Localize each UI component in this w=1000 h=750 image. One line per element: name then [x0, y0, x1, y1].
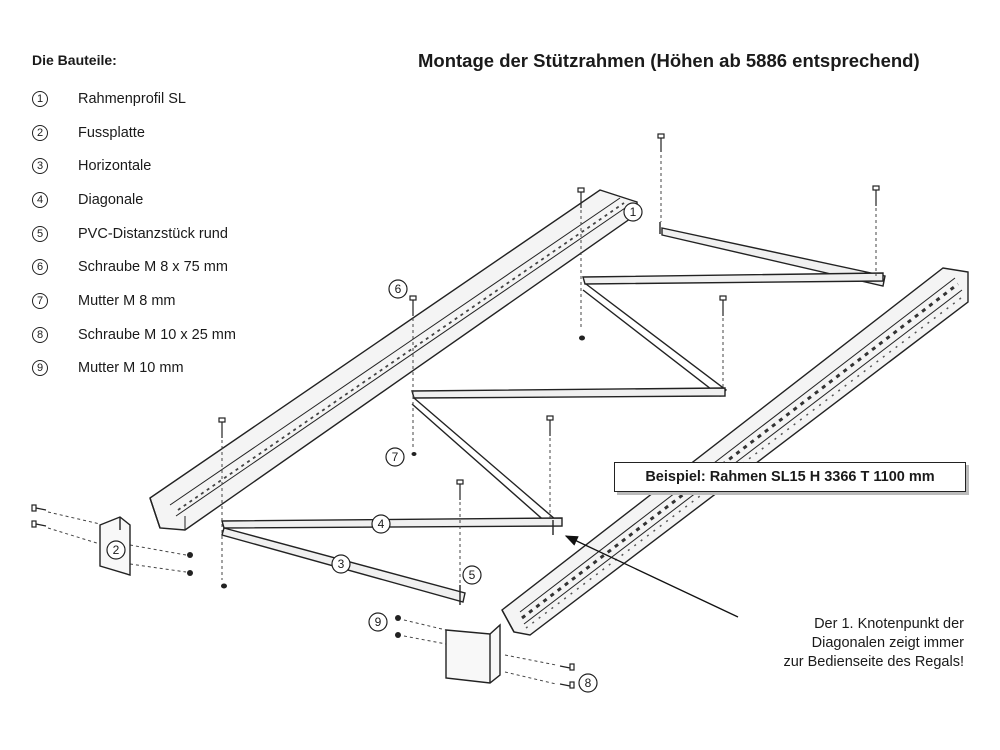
part-number: 8	[32, 326, 48, 343]
callout-9: 9	[368, 612, 388, 632]
parts-list: 1 Rahmenprofil SL 2 Fussplatte 3 Horizontal…	[32, 82, 236, 386]
dashed-guides	[47, 155, 877, 685]
bolts-m10	[31, 504, 575, 689]
svg-text:5: 5	[469, 568, 476, 582]
part-name: Diagonale	[78, 191, 144, 208]
part-number: 4	[32, 191, 48, 208]
part-name: Rahmenprofil SL	[78, 90, 186, 107]
svg-text:2: 2	[113, 543, 120, 557]
svg-text:8: 8	[585, 676, 592, 690]
callout-8: 8	[578, 673, 598, 693]
part-item-9: 9 Mutter M 10 mm	[32, 352, 184, 386]
svg-text:9: 9	[375, 615, 382, 629]
note-line: Der 1. Knotenpunkt der	[814, 616, 964, 632]
callout-7: 7	[385, 447, 405, 467]
part-name: Mutter M 8 mm	[78, 292, 176, 309]
callout-3: 3	[331, 554, 351, 574]
callout-5: 5	[462, 565, 482, 585]
part-name: Horizontale	[78, 158, 152, 175]
svg-text:4: 4	[378, 517, 385, 531]
part-name: Schraube M 8 x 75 mm	[78, 259, 228, 276]
svg-text:6: 6	[395, 282, 402, 296]
part-item-5: 5 PVC-Distanzstück rund	[32, 217, 228, 251]
part-number: 7	[32, 292, 48, 309]
part-number: 6	[32, 259, 48, 276]
callout-4: 4	[371, 514, 391, 534]
part-item-8: 8 Schraube M 10 x 25 mm	[32, 318, 236, 352]
part-number: 2	[32, 124, 48, 141]
callouts: 1 2 3 4 5 6 7 8	[106, 202, 643, 693]
part-name: Schraube M 10 x 25 mm	[78, 326, 236, 343]
part-item-2: 2 Fussplatte	[32, 116, 145, 150]
example-label: Beispiel: Rahmen SL15 H 3366 T 1100 mm	[614, 462, 966, 492]
part-item-7: 7 Mutter M 8 mm	[32, 284, 175, 318]
part-number: 9	[32, 360, 48, 377]
page-title: Montage der Stützrahmen (Höhen ab 5886 e…	[418, 50, 920, 71]
part-name: Mutter M 10 mm	[78, 360, 184, 377]
callout-1: 1	[623, 202, 643, 222]
svg-text:3: 3	[338, 557, 345, 571]
part-item-6: 6 Schraube M 8 x 75 mm	[32, 250, 228, 284]
part-number: 1	[32, 90, 48, 107]
foot-plates	[99, 516, 501, 684]
note-arrow	[564, 535, 739, 618]
assembly-note: Der 1. Knotenpunkt der Diagonalen zeigt …	[738, 615, 964, 672]
parts-heading: Die Bauteile:	[32, 52, 117, 68]
svg-text:7: 7	[392, 450, 399, 464]
part-item-1: 1 Rahmenprofil SL	[32, 82, 186, 116]
part-item-3: 3 Horizontale	[32, 149, 151, 183]
note-line: zur Bedienseite des Regals!	[783, 654, 964, 670]
nuts	[187, 335, 585, 638]
svg-text:1: 1	[630, 205, 637, 219]
part-name: Fussplatte	[78, 124, 145, 141]
frame-profile-upper	[149, 189, 638, 531]
part-item-4: 4 Diagonale	[32, 183, 143, 217]
frame-profile-lower	[501, 267, 969, 636]
bolts-m8	[218, 133, 880, 500]
callout-2: 2	[106, 540, 126, 560]
callout-6: 6	[388, 279, 408, 299]
part-number: 3	[32, 158, 48, 175]
part-number: 5	[32, 225, 48, 242]
note-line: Diagonalen zeigt immer	[811, 635, 964, 651]
part-name: PVC-Distanzstück rund	[78, 225, 228, 242]
